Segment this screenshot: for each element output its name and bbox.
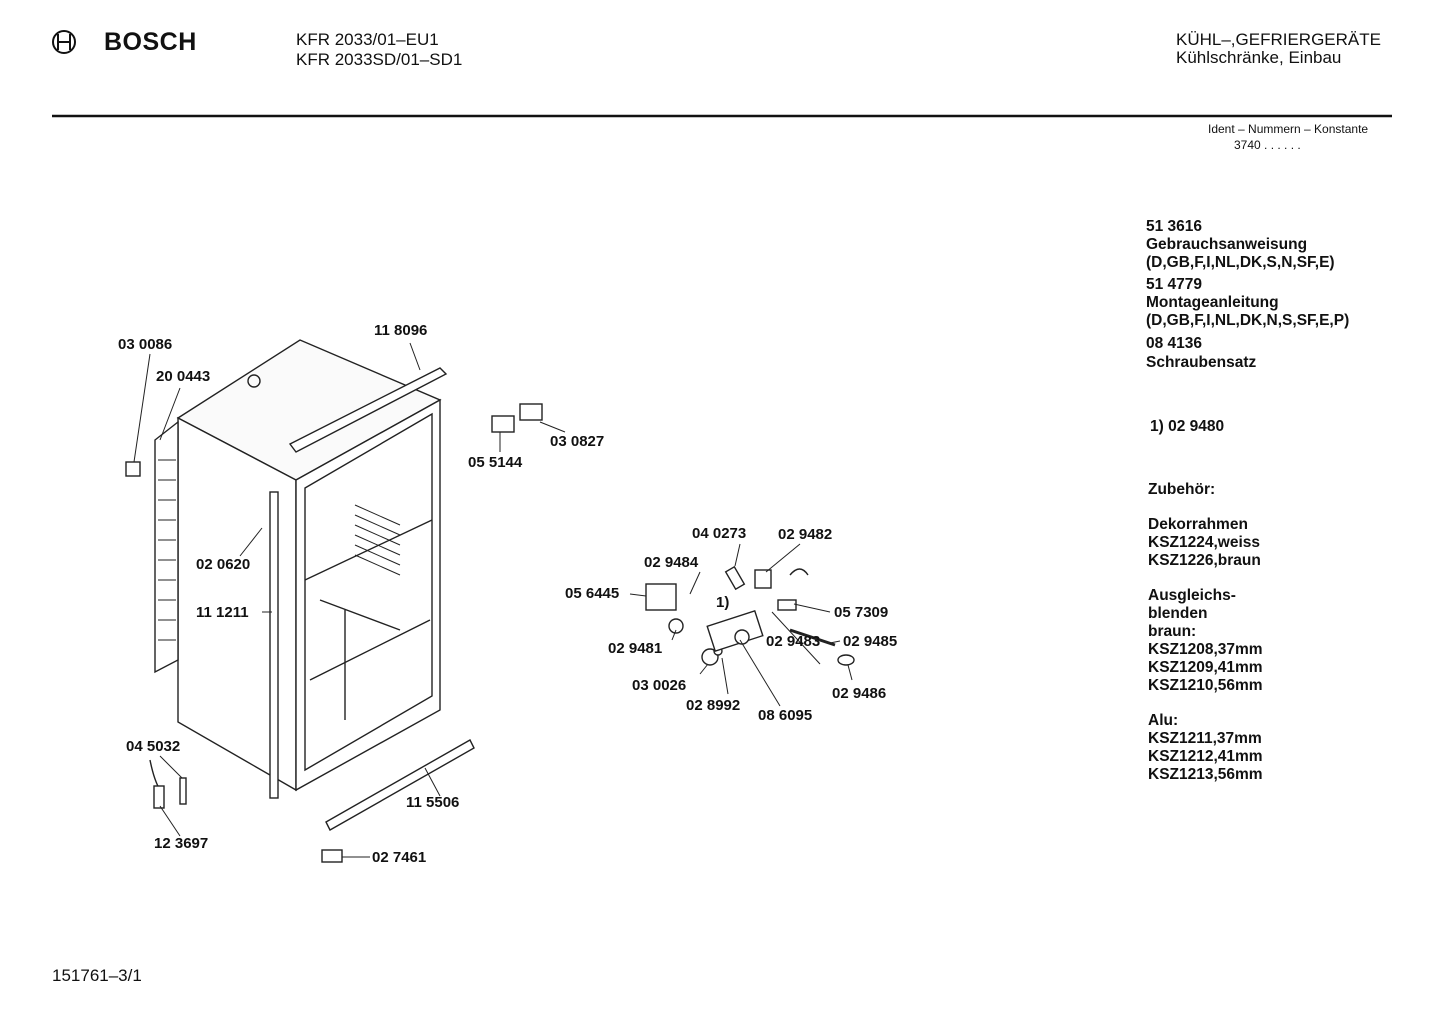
- doc-number-2: 51 4779: [1146, 276, 1203, 293]
- part-label: 05 7309: [834, 604, 889, 621]
- part-label: 11 5506: [406, 794, 460, 811]
- part-label: 02 9481: [608, 640, 663, 657]
- doc-number-1: 51 3616: [1146, 218, 1203, 235]
- part-label: 04 5032: [126, 738, 181, 755]
- doc-languages-2: (D,GB,F,I,NL,DK,N,S,SF,E,P): [1146, 312, 1350, 329]
- footnote-text: 1) 02 9480: [1150, 418, 1225, 435]
- doc-title-3: Schraubensatz: [1146, 354, 1257, 371]
- brand-name: BOSCH: [104, 28, 197, 56]
- ausgleich-item: KSZ1209,41mm: [1148, 659, 1263, 676]
- alu-item: KSZ1211,37mm: [1148, 730, 1262, 747]
- decor-item: KSZ1224,weiss: [1148, 534, 1261, 551]
- ausgleich-heading: blenden: [1148, 605, 1208, 622]
- part-label: 11 8096: [374, 322, 428, 339]
- part-label: 11 1211: [196, 604, 249, 621]
- part-label: 02 9483: [766, 633, 821, 650]
- part-label: 02 7461: [372, 849, 427, 866]
- alu-item: KSZ1213,56mm: [1148, 766, 1263, 783]
- part-label: 04 0273: [692, 525, 747, 542]
- part-label: 05 5144: [468, 454, 523, 471]
- part-label: 02 9486: [832, 685, 887, 702]
- part-label: 02 9484: [644, 554, 699, 571]
- part-label: 08 6095: [758, 707, 813, 724]
- doc-languages-1: (D,GB,F,I,NL,DK,S,N,SF,E): [1146, 254, 1335, 271]
- cabinet-drawing: [125, 339, 855, 863]
- part-label: 05 6445: [565, 585, 620, 602]
- doc-title-2: Montageanleitung: [1146, 294, 1279, 311]
- part-label: 02 0620: [196, 556, 251, 573]
- part-label: 03 0827: [550, 433, 605, 450]
- ident-label: Ident – Nummern – Konstante: [1208, 122, 1369, 136]
- alu-item: KSZ1212,41mm: [1148, 748, 1263, 765]
- part-label: 02 9485: [843, 633, 898, 650]
- decor-heading: Dekorrahmen: [1148, 516, 1248, 533]
- accessories-title: Zubehör:: [1148, 481, 1216, 498]
- ausgleich-item: KSZ1208,37mm: [1148, 641, 1263, 658]
- document-number: 151761–3/1: [52, 966, 142, 985]
- category-subtitle: Kühlschränke, Einbau: [1176, 48, 1342, 67]
- doc-title-1: Gebrauchsanweisung: [1146, 236, 1308, 253]
- part-label: 12 3697: [154, 835, 209, 852]
- ausgleich-item: KSZ1210,56mm: [1148, 677, 1263, 694]
- part-label: 02 9482: [778, 526, 833, 543]
- model-number-1: KFR 2033/01–EU1: [296, 30, 439, 49]
- doc-number-3: 08 4136: [1146, 335, 1203, 352]
- part-label: 03 0026: [632, 677, 687, 694]
- part-label: 02 8992: [686, 697, 741, 714]
- part-label: 20 0443: [156, 368, 211, 385]
- ausgleich-heading: Ausgleichs-: [1148, 587, 1236, 604]
- bosch-logo-icon: [52, 30, 76, 54]
- part-label: 03 0086: [118, 336, 173, 353]
- decor-item: KSZ1226,braun: [1148, 552, 1261, 569]
- alu-heading: Alu:: [1148, 712, 1179, 729]
- ident-value: 3740 . . . . . .: [1234, 138, 1301, 152]
- category-title: KÜHL–,GEFRIERGERÄTE: [1176, 30, 1381, 49]
- footnote-marker: 1): [716, 594, 730, 611]
- model-number-2: KFR 2033SD/01–SD1: [296, 50, 463, 69]
- ausgleich-subheading: braun:: [1148, 623, 1197, 640]
